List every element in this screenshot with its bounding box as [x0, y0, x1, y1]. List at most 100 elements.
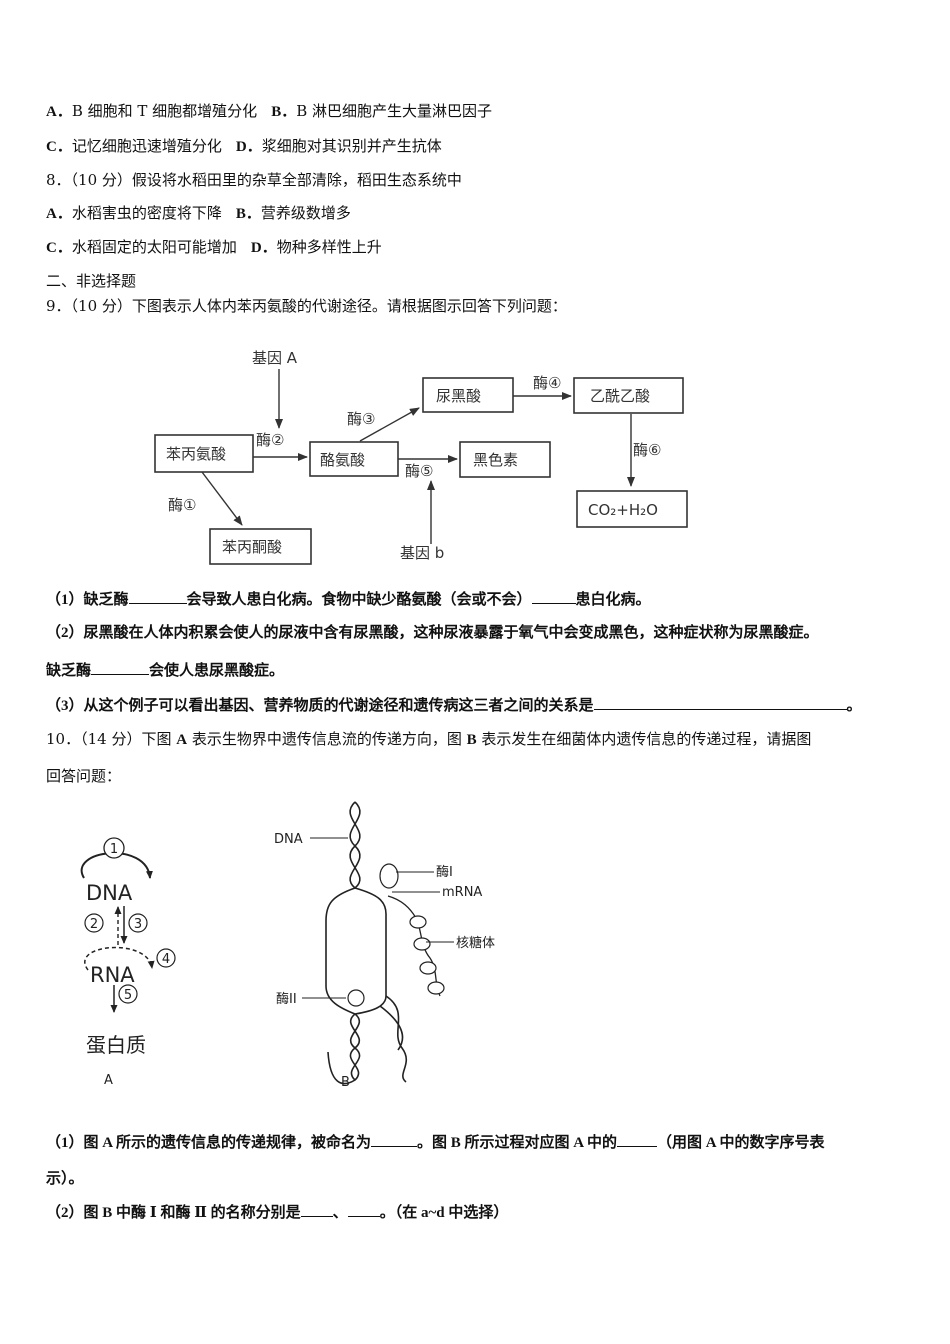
enzyme-label: 酶④	[533, 374, 561, 392]
option-letter: A．	[46, 104, 72, 120]
mrna-label: mRNA	[442, 885, 482, 900]
node-label: 黑色素	[473, 451, 518, 469]
option-letter: A．	[46, 206, 72, 222]
dna-strand	[354, 887, 387, 1015]
dna-strand	[385, 995, 408, 1083]
rna-polymerase	[379, 863, 399, 889]
dna-label: DNA	[86, 881, 133, 905]
node-label: 苯丙氨酸	[166, 445, 226, 463]
answer-blank[interactable]	[617, 1132, 658, 1147]
rna-replication-loop	[84, 946, 155, 971]
option-letter: B．	[235, 206, 261, 222]
answer-blank[interactable]	[531, 589, 576, 604]
ribosome	[413, 937, 431, 951]
q10-sub2-text: 。（在 a~d 中选择）	[379, 1205, 509, 1221]
dna-strand	[379, 1005, 404, 1051]
q10-stem-text: B	[466, 732, 477, 748]
option-text: 营养级数增多	[260, 204, 351, 222]
arrow-tyr-homogentisic	[359, 407, 420, 442]
node-label: 乙酰乙酸	[590, 387, 650, 405]
step-number: 3	[134, 917, 142, 932]
answer-blank[interactable]	[300, 1202, 333, 1217]
node-label: 尿黑酸	[436, 387, 481, 405]
q10-stem-cont: 回答问题：	[46, 767, 122, 785]
answer-blank[interactable]	[371, 1132, 418, 1147]
step-number: 5	[124, 988, 132, 1003]
answer-blank[interactable]	[91, 660, 150, 675]
node-phenylalanine	[154, 434, 254, 473]
dna-label: DNA	[274, 832, 303, 847]
q9-sub3: （3）从这个例子可以看出基因、营养物质的代谢途径和遗传病这三者之间的关系是。	[46, 695, 862, 716]
q10-stem-text: 10．（14 分）下图	[46, 730, 177, 748]
option-letter: D．	[235, 139, 262, 155]
q9-sub1-text: 会导致人患白化病。食物中缺少酪氨酸（会或不会）	[186, 592, 532, 608]
enzyme1-label: 酶I	[436, 864, 453, 880]
q7-options-ab: A．B 细胞和 T 细胞都增殖分化 B．B 淋巴细胞产生大量淋巴因子	[46, 101, 492, 122]
central-dogma-figure: 1 DNA 2 3 4 RNA 5 蛋白质 A	[80, 837, 176, 1088]
option-letter: D．	[250, 240, 277, 256]
q9-sub2-text: 缺乏酶	[46, 663, 92, 679]
protein-label: 蛋白质	[86, 1033, 146, 1057]
enzyme-label: 酶⑤	[405, 462, 433, 480]
option-text: B 细胞和 T 细胞都增殖分化	[71, 102, 258, 120]
answer-blank[interactable]	[128, 589, 187, 604]
enzyme-label: 酶⑥	[633, 441, 661, 459]
ribosome-label: 核糖体	[456, 935, 495, 951]
dna-strand	[325, 887, 356, 1015]
node-products	[576, 490, 688, 528]
q10-sub1: （1）图 A 所示的遗传信息的传递规律，被命名为。图 B 所示过程对应图 A 中…	[46, 1132, 825, 1153]
node-melanin	[459, 441, 551, 478]
node-phenylpyruvate	[209, 528, 312, 565]
q10-sub2-text: （2）图 B 中酶 Ⅰ 和酶 Ⅱ 的名称分别是	[46, 1205, 301, 1221]
q9-sub2: （2）尿黑酸在人体内积累会使人的尿液中含有尿黑酸，这种尿液暴露于氧气中会变成黑色…	[46, 625, 819, 641]
step-number: 4	[162, 952, 170, 967]
option-text: 水稻固定的太阳可能增加	[71, 238, 237, 256]
arrow-phe-pyruvate	[201, 471, 243, 526]
rna-label: RNA	[90, 963, 135, 987]
q10-sub1-text: 。图 B 所示过程对应图 A 中的	[417, 1135, 618, 1151]
node-acetoacetate	[573, 377, 684, 414]
node-label: 基因 b	[400, 544, 444, 562]
node-label: 基因 A	[252, 349, 298, 367]
node-label: 酪氨酸	[320, 451, 365, 469]
node-label: 苯丙酮酸	[222, 538, 282, 556]
step-number: 1	[110, 842, 118, 857]
option-text: 物种多样性上升	[276, 238, 382, 256]
q9-sub3-text: 。	[846, 698, 862, 714]
figure-caption: A	[104, 1073, 113, 1088]
option-text: B 淋巴细胞产生大量淋巴因子	[296, 102, 492, 120]
q8-stem: 8．（10 分）假设将水稻田里的杂草全部清除，稻田生态系统中	[46, 171, 462, 189]
dna-strand	[327, 1013, 361, 1085]
answer-blank[interactable]	[347, 1202, 380, 1217]
enzyme-label: 酶①	[168, 496, 196, 514]
option-letter: B．	[271, 104, 297, 120]
q9-sub1-text: （1）缺乏酶	[46, 592, 129, 608]
q10-sub2-text: 、	[332, 1205, 348, 1221]
option-letter: C．	[46, 240, 72, 256]
enzyme-label: 酶②	[256, 431, 284, 449]
answer-blank[interactable]	[593, 695, 847, 710]
q9-sub1-text: 患白化病。	[575, 592, 651, 608]
dna-strand	[349, 801, 361, 889]
q8-options-cd: C．水稻固定的太阳可能增加 D．物种多样性上升	[46, 237, 382, 258]
section-title: 二、非选择题	[46, 272, 137, 290]
q10-sub2: （2）图 B 中酶 Ⅰ 和酶 Ⅱ 的名称分别是 、 。（在 a~d 中选择）	[46, 1202, 508, 1223]
ribosome	[419, 961, 437, 975]
q8-options-ab: A．水稻害虫的密度将下降 B．营养级数增多	[46, 203, 351, 224]
step-number: 2	[90, 917, 98, 932]
q10-stem: 10．（14 分）下图 A 表示生物界中遗传信息流的传递方向，图 B 表示发生在…	[46, 729, 811, 750]
metabolism-diagram: 基因 A 苯丙氨酸 酪氨酸 尿黑酸 乙酰乙酸 黑色素 苯丙酮酸 CO₂+H₂O …	[154, 349, 688, 565]
q10-stem-text: 表示发生在细菌体内遗传信息的传递过程，请据图	[476, 730, 812, 748]
q9-sub1: （1）缺乏酶 会导致人患白化病。食物中缺少酪氨酸（会或不会） 患白化病。	[46, 589, 651, 610]
node-label: CO₂+H₂O	[588, 501, 658, 519]
option-text: 记忆细胞迅速增殖分化	[71, 137, 222, 155]
option-text: 水稻害虫的密度将下降	[71, 204, 222, 222]
figure-caption: B	[341, 1075, 350, 1090]
q10-stem-text: 表示生物界中遗传信息流的传递方向，图	[187, 730, 467, 748]
dna-strand	[349, 1013, 361, 1081]
dna-polymerase	[347, 989, 365, 1007]
option-text: 浆细胞对其识别并产生抗体	[261, 137, 442, 155]
q9-sub2-text: 会使人患尿黑酸症。	[149, 663, 285, 679]
transcription-figure: DNA 酶I mRNA 核糖体 酶II B	[274, 801, 495, 1090]
q10-sub1-cont: 示）。	[46, 1171, 84, 1187]
